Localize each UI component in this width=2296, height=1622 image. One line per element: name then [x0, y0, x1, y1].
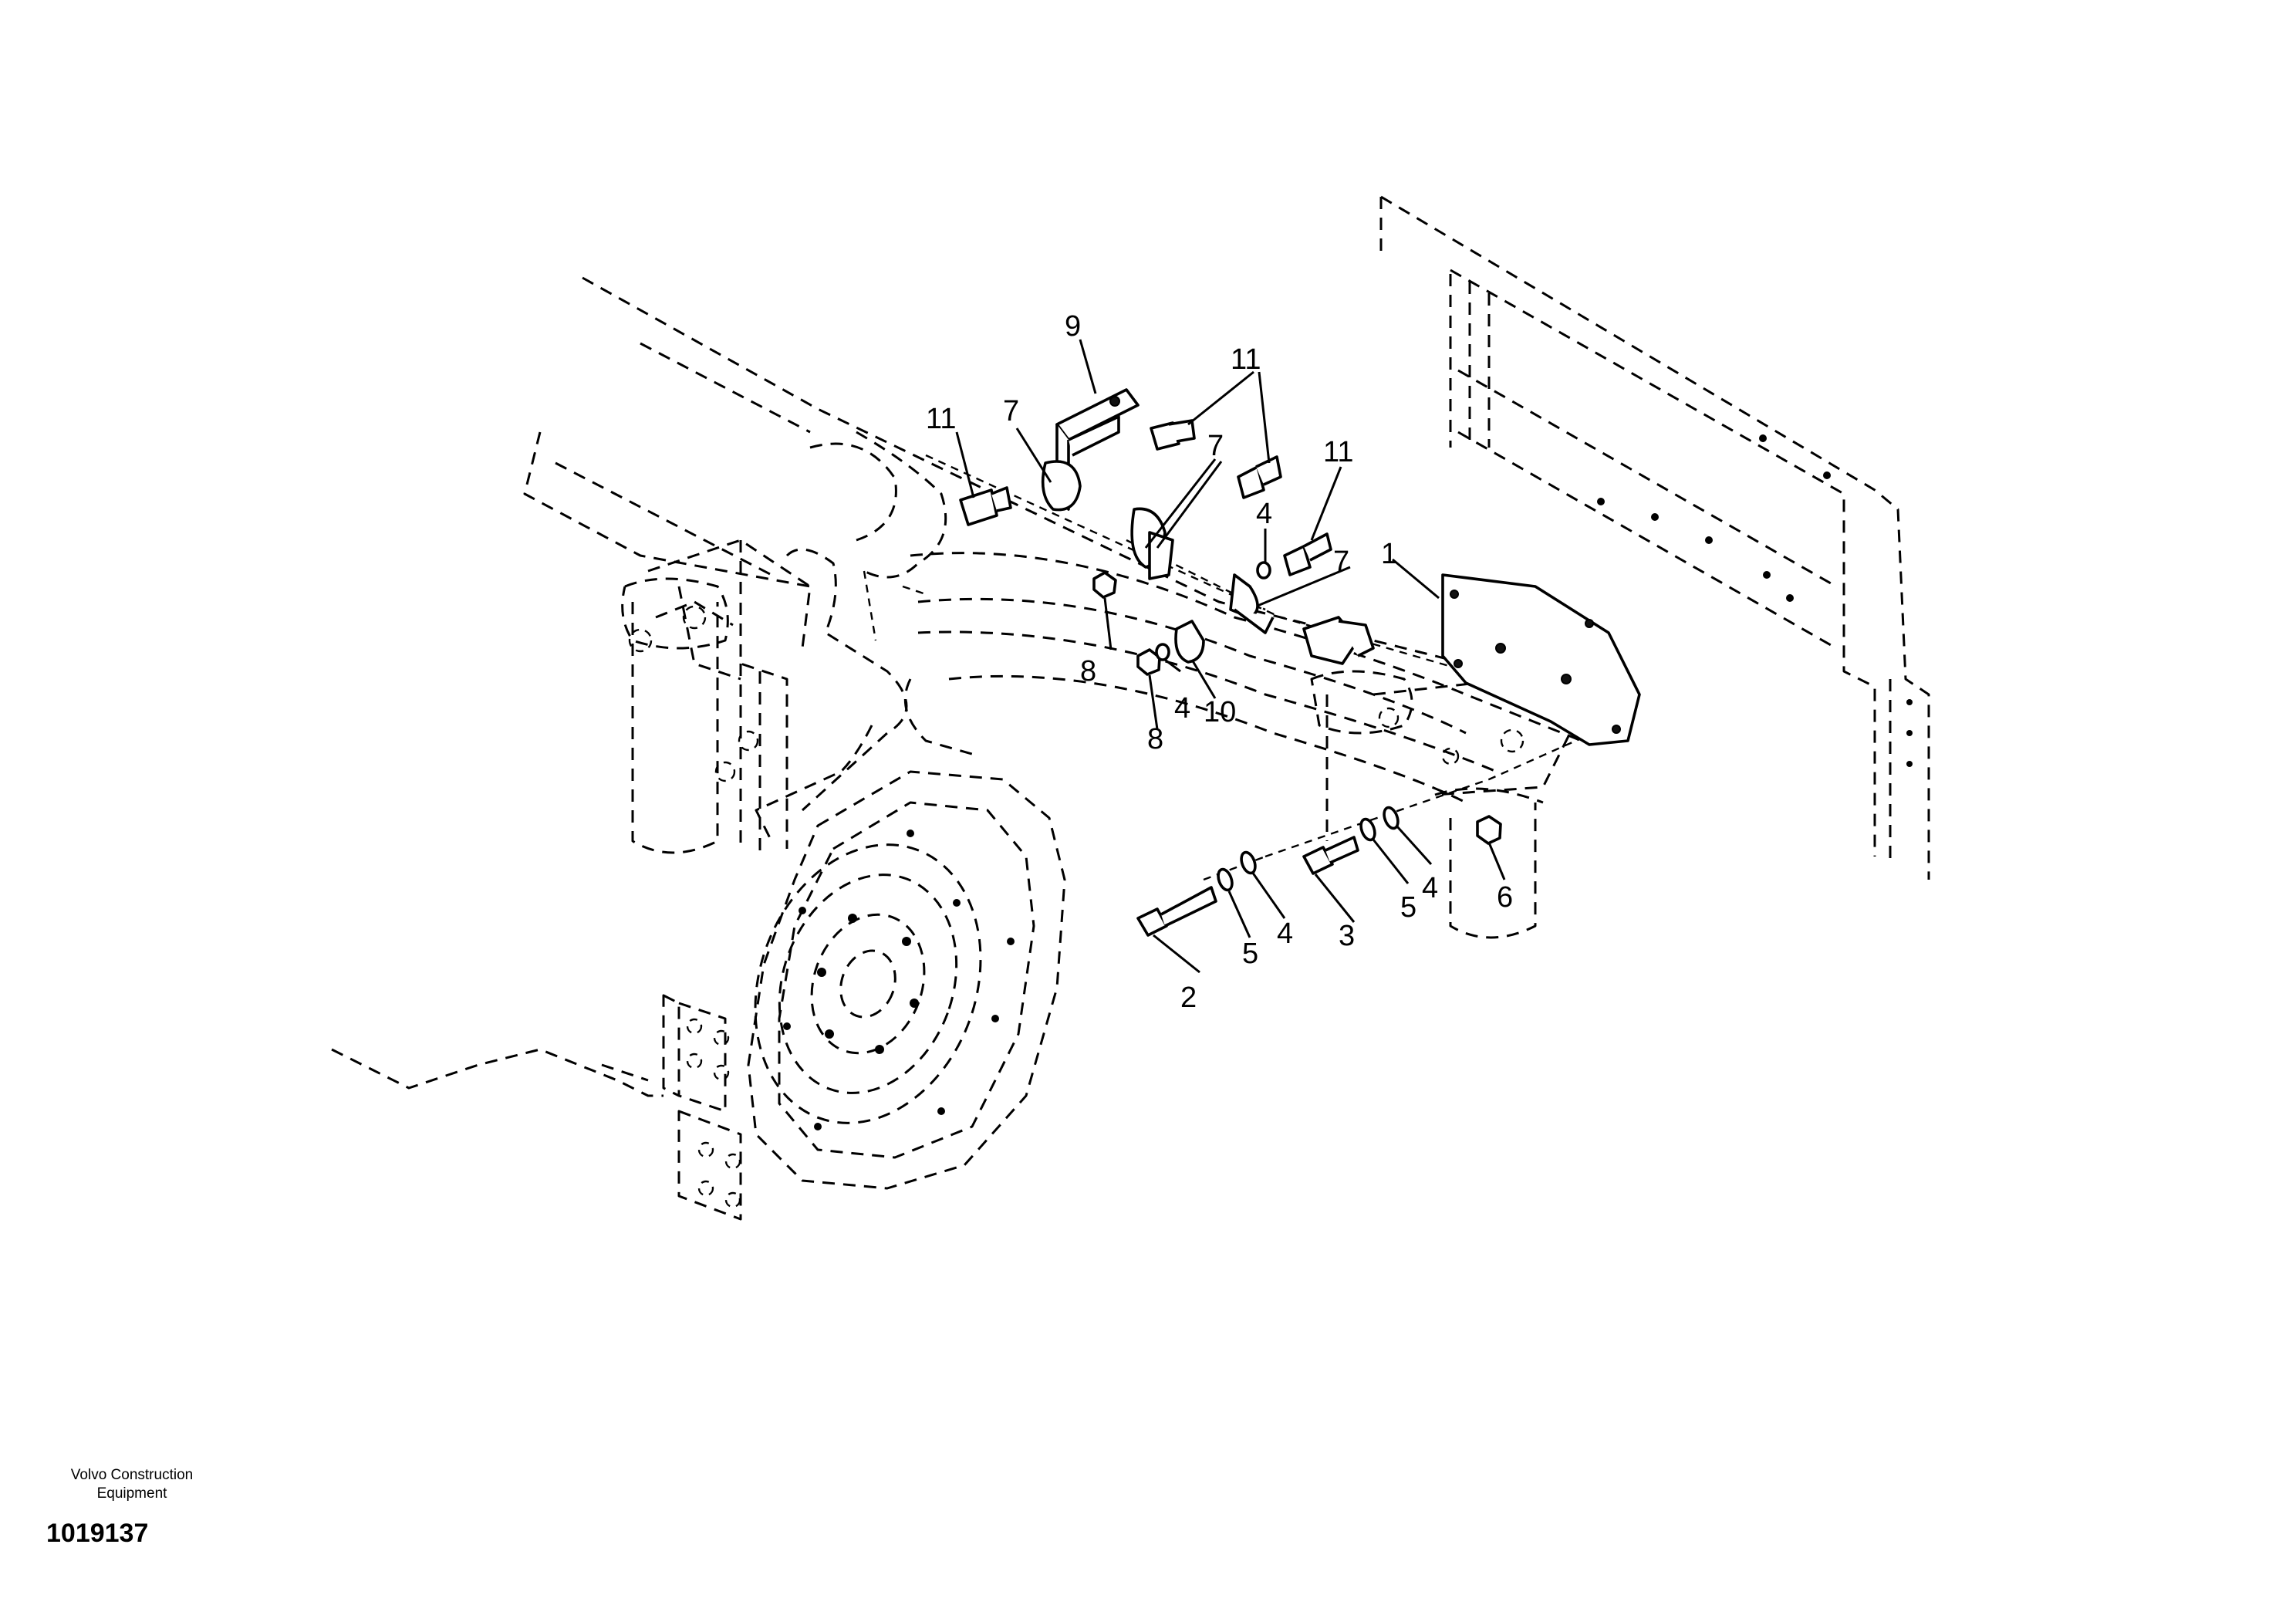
hex-nut [1476, 815, 1502, 845]
callout-6: 6 [1497, 881, 1513, 914]
callout-11: 11 [1323, 436, 1353, 468]
hose-clamp [1041, 460, 1275, 634]
callout-labels: 1 2 3 4 4 4 4 5 5 6 7 7 7 8 8 9 10 11 11… [926, 310, 1513, 1014]
small-clamp [1174, 620, 1205, 664]
callout-3: 3 [1339, 920, 1355, 952]
callout-9: 9 [1065, 310, 1081, 343]
flywheel-housing-outline [747, 770, 1066, 1190]
callout-11: 11 [1231, 343, 1261, 376]
short-bolt [1302, 836, 1359, 875]
callout-7: 7 [1207, 430, 1224, 462]
callout-4: 4 [1422, 872, 1438, 904]
brand-line-2: Equipment [96, 1485, 167, 1502]
callout-4: 4 [1277, 917, 1293, 950]
callout-7: 7 [1333, 546, 1349, 578]
fuel-filter-outline [621, 539, 812, 857]
hose-fitting [1302, 616, 1375, 665]
document-number: 1019137 [46, 1519, 149, 1548]
long-bolt [1136, 886, 1217, 937]
bracket-plate [1441, 573, 1641, 746]
leader-lines [955, 339, 1506, 974]
publisher-footer: Volvo Construction Equipment 1019137 [43, 1466, 221, 1549]
callout-5: 5 [1400, 891, 1416, 924]
callout-7: 7 [1003, 395, 1019, 427]
engine-outline [523, 276, 1629, 842]
callout-5: 5 [1242, 938, 1258, 970]
frame-outline [1379, 195, 1930, 880]
callout-1: 1 [1381, 538, 1397, 570]
callout-4: 4 [1174, 692, 1190, 725]
callout-4: 4 [1256, 498, 1272, 530]
washer [1155, 561, 1400, 892]
callout-11: 11 [926, 403, 956, 435]
callout-2: 2 [1180, 982, 1197, 1014]
engine-mount-outline [331, 994, 742, 1221]
callout-8: 8 [1080, 655, 1096, 688]
brand-line-1: Volvo Construction [70, 1467, 194, 1483]
flange-bolt [959, 419, 1332, 576]
nut [1092, 571, 1161, 676]
callout-8: 8 [1147, 723, 1163, 755]
callout-10: 10 [1204, 696, 1236, 728]
